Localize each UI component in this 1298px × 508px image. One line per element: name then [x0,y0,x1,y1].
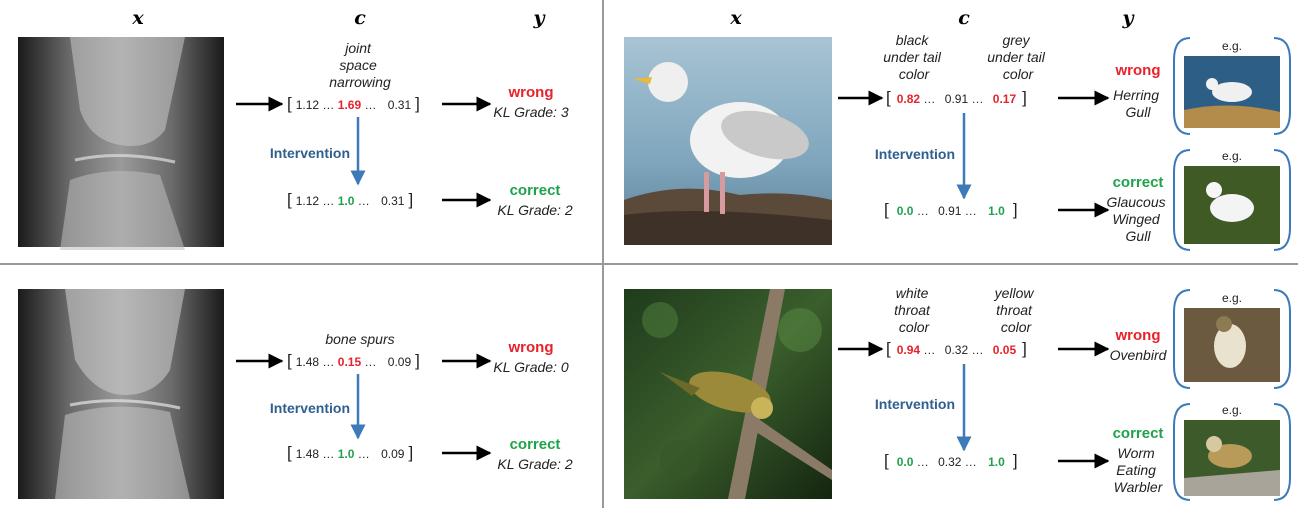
example-bird-image [1184,308,1280,382]
bird-photo-image [624,289,832,499]
status-wrong: wrong [1115,327,1161,344]
concept-vector-before: [0.94 … 0.32 … 0.05] [886,339,1027,358]
prediction-correct: Glaucous Winged Gull [1106,194,1169,244]
concept-vector-before: [0.82 … 0.91 … 0.17] [886,88,1027,107]
concept-vector-before: [1.12 … 1.69 … 0.31] [287,94,420,113]
eg-label: e.g. [1222,403,1242,417]
prediction-wrong: Ovenbird [1110,347,1168,363]
panel-warbler: white throat color yellow throat color [… [624,285,1291,501]
concept-label: joint space narrowing [329,40,391,90]
eg-label: e.g. [1222,39,1242,53]
intervention-label: Intervention [875,146,955,162]
example-box-wrong: e.g. [1173,289,1291,389]
example-box-wrong: e.g. [1173,37,1291,135]
prediction-wrong: Herring Gull [1113,87,1163,120]
concept-label-2: yellow throat color [994,285,1038,335]
eg-label: e.g. [1222,149,1242,163]
status-wrong: wrong [508,84,554,101]
status-wrong: wrong [1115,62,1161,79]
prediction-wrong: KL Grade: 3 [493,104,568,120]
concept-vector-before: [1.48 … 0.15 … 0.09] [287,351,420,370]
intervention-label: Intervention [270,400,350,416]
header-c-right: c [958,7,970,29]
panel-knee-bottom: bone spurs [1.48 … 0.15 … 0.09] wrong KL… [18,289,573,499]
concept-label: bone spurs [325,331,394,347]
prediction-correct: KL Grade: 2 [497,202,572,218]
knee-xray-image [18,289,224,499]
intervention-label: Intervention [875,396,955,412]
concept-vector-after: [1.12 … 1.0 … 0.31] [287,190,413,209]
concept-label-1: white throat color [894,285,934,335]
header-c-left: c [354,7,366,29]
concept-label-2: grey under tail color [987,32,1048,82]
example-bird-image [1184,56,1280,128]
prediction-correct: Worm Eating Warbler [1114,445,1164,495]
intervention-label: Intervention [270,145,350,161]
knee-xray-image [18,37,224,250]
status-wrong: wrong [508,339,554,356]
example-bird-image [1184,420,1280,496]
concept-vector-after: [0.0 … 0.91 … 1.0] [884,200,1018,219]
example-box-correct: e.g. [1173,403,1291,501]
prediction-wrong: KL Grade: 0 [493,359,568,375]
header-y-left: y [532,7,546,29]
example-box-correct: e.g. [1173,149,1291,251]
header-x-left: x [131,7,144,29]
status-correct: correct [1113,425,1164,442]
concept-vector-after: [1.48 … 1.0 … 0.09] [287,443,413,462]
prediction-correct: KL Grade: 2 [497,456,572,472]
example-bird-image [1184,166,1280,244]
status-correct: correct [510,436,561,453]
status-correct: correct [510,182,561,199]
header-x-right: x [729,7,742,29]
panel-knee-top: joint space narrowing [1.12 … 1.69 … 0.3… [18,37,573,250]
bird-photo-image [624,37,832,245]
concept-vector-after: [0.0 … 0.32 … 1.0] [884,451,1018,470]
eg-label: e.g. [1222,291,1242,305]
concept-label-1: black under tail color [883,32,944,82]
header-y-right: y [1121,7,1135,29]
panel-gull: black under tail color grey under tail c… [624,32,1291,251]
status-correct: correct [1113,174,1164,191]
